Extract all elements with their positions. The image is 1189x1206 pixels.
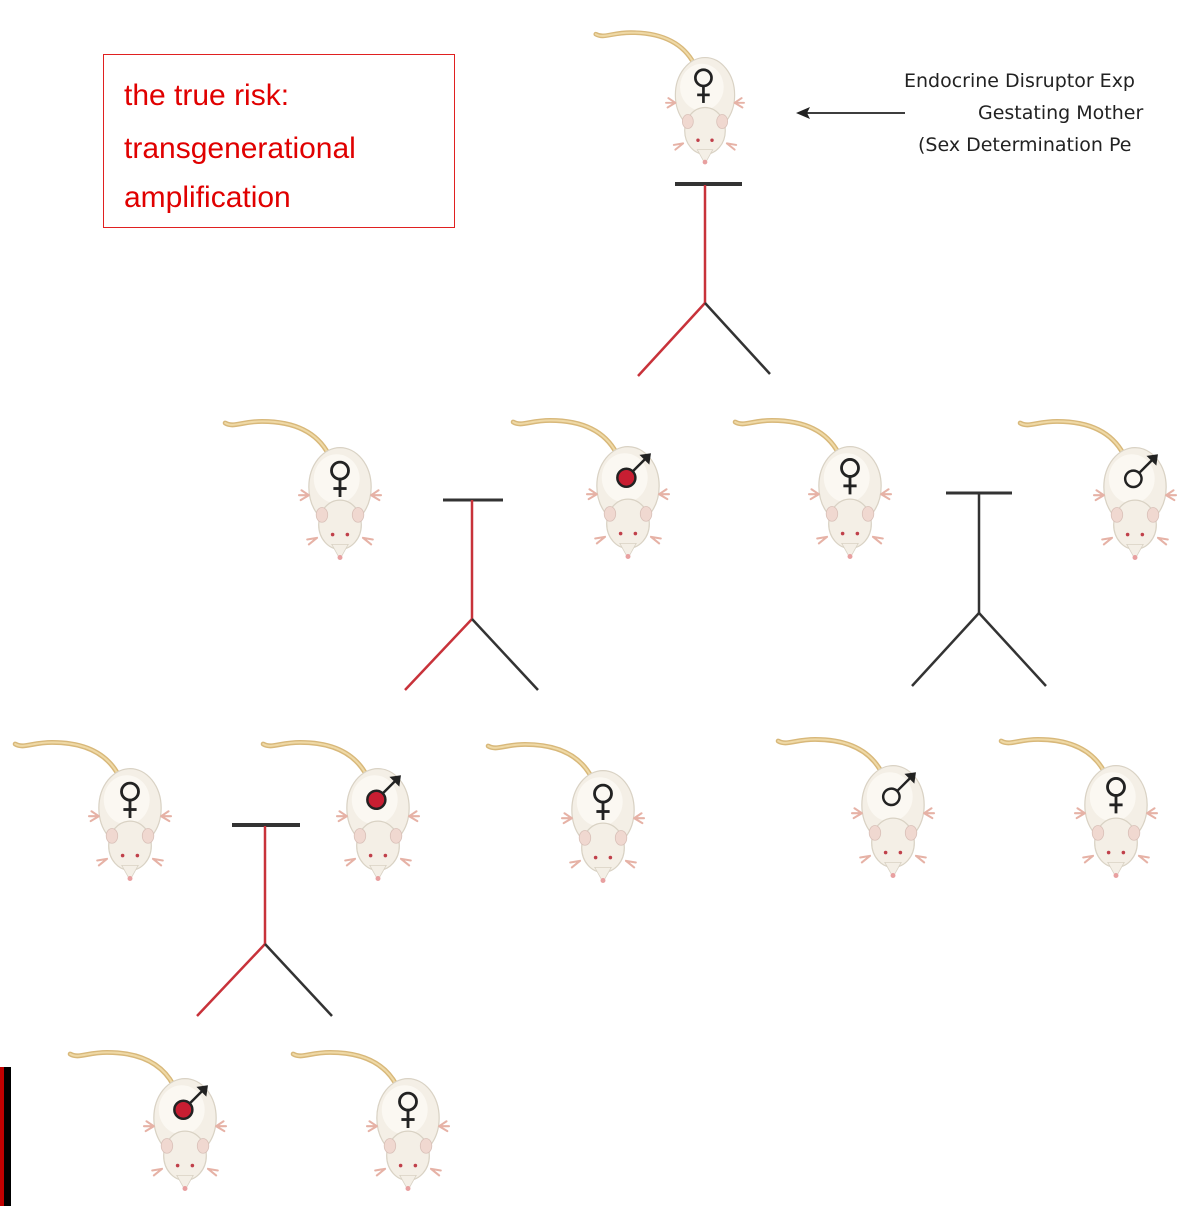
annotation-line-2: transgenerational (124, 132, 356, 165)
mouse-f1-male-a-affected (513, 420, 669, 559)
exposure-arrow (796, 107, 905, 119)
exposure-label-line-1: Endocrine Disruptor Exp (904, 70, 1135, 92)
annotation-line-1: the true risk: (124, 79, 290, 112)
mouse-f2-female-b (488, 744, 644, 883)
male-affected-symbol-icon (173, 1085, 208, 1121)
male-affected-symbol-icon (616, 453, 651, 489)
mouse-f1-female-b (735, 420, 891, 559)
edge-bar (0, 1067, 11, 1206)
mouse-f2-female-c (1001, 739, 1157, 878)
mouse-f2-male-a-affected (263, 742, 419, 881)
edge-bar-accent (0, 1067, 4, 1206)
annotation-line-3: amplification (124, 181, 291, 214)
cross-f1-right (911, 491, 1047, 687)
male-affected-symbol-icon (366, 775, 401, 811)
annotation-box (103, 54, 455, 228)
mouse-f1-female-a (225, 421, 381, 560)
mouse-f2-male-b (778, 739, 934, 878)
mouse-f3-male-affected (70, 1052, 226, 1191)
cross-f1-left (404, 498, 539, 691)
male-symbol-icon (1123, 454, 1158, 489)
cross-f0 (637, 182, 771, 377)
exposure-label-line-2: Gestating Mother (978, 102, 1144, 124)
mouse-f2-female-a (15, 742, 171, 881)
mouse-f3-female (293, 1052, 449, 1191)
cross-f2 (196, 823, 333, 1017)
mouse-f1-male-b (1020, 421, 1176, 560)
exposure-label-line-3: (Sex Determination Pe (918, 134, 1132, 156)
male-symbol-icon (881, 772, 916, 807)
mouse-f0-female (596, 33, 744, 165)
